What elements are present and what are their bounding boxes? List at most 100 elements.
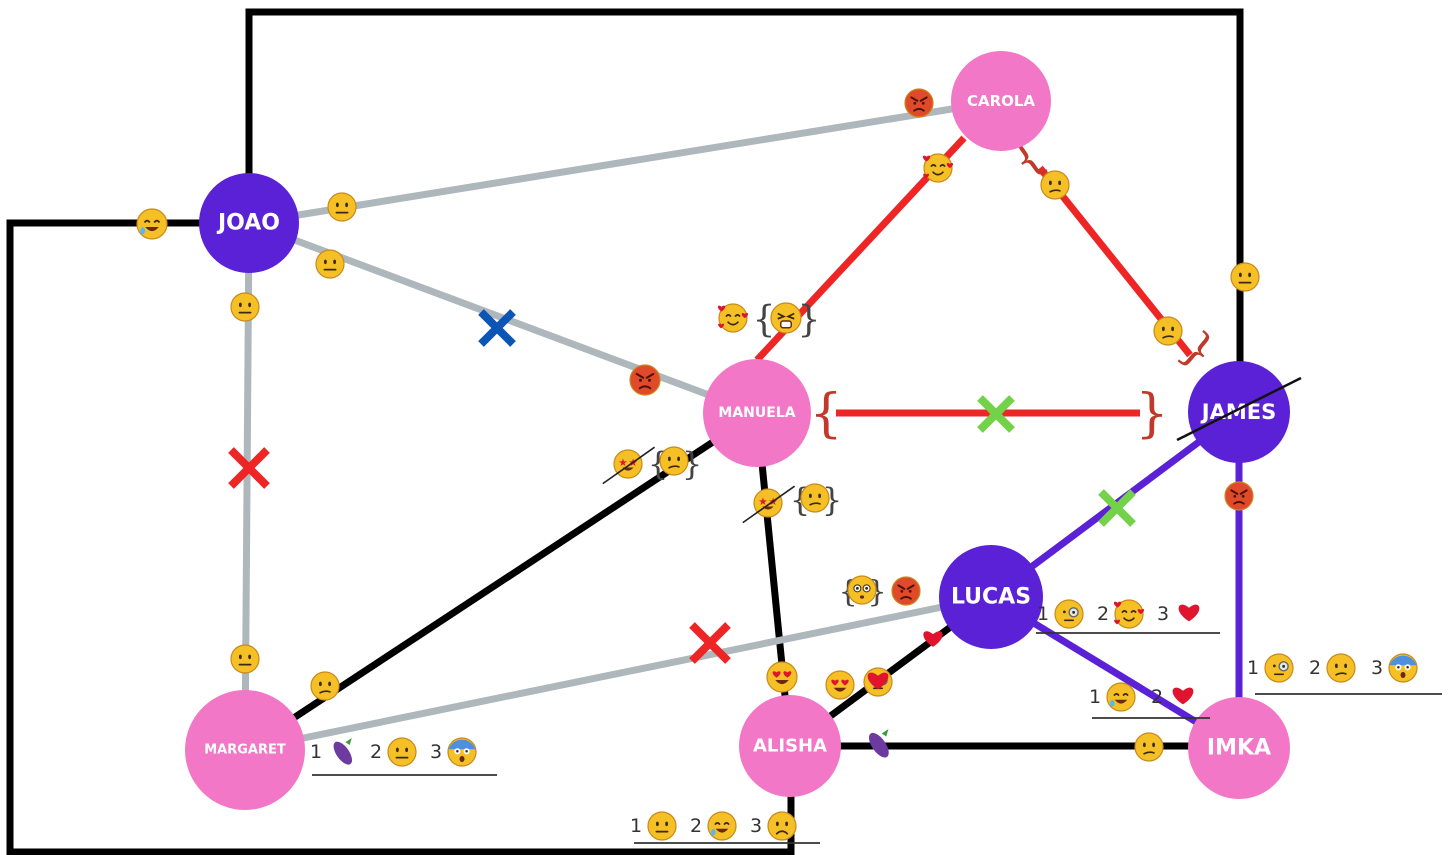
nodes-layer: CAROLA JOAO MANUELA JAMES LUCAS MARGARET ALISH… xyxy=(185,51,1302,810)
node-circle xyxy=(185,690,305,810)
rank-emoji-eggplant xyxy=(333,738,353,765)
cross-mark-margaret-lucas xyxy=(689,622,731,664)
cross-mark-joao-margaret xyxy=(228,447,270,489)
rank-emoji-hearts xyxy=(1113,599,1145,629)
hmm-face xyxy=(1134,732,1164,762)
node-james[interactable]: JAMES xyxy=(1176,361,1302,463)
rank-number: 2 xyxy=(1309,657,1321,679)
node-label: MANUELA xyxy=(718,405,795,421)
rank-emoji-monocle xyxy=(1264,653,1294,683)
node-circle xyxy=(951,51,1051,151)
node-label: JOAO xyxy=(216,211,280,236)
edge-margaret-lucas xyxy=(244,593,992,754)
confused-face xyxy=(800,483,830,513)
rank-number: 1 xyxy=(1247,657,1259,679)
rank-number: 2 xyxy=(1097,603,1109,625)
cross-mark-joao-manuela xyxy=(478,309,516,347)
angry-face xyxy=(904,88,934,118)
node-circle xyxy=(739,695,841,797)
tear-smile-face xyxy=(136,208,168,240)
confused-face xyxy=(659,446,689,476)
ranking-james: 1 2 3 xyxy=(1247,653,1442,695)
node-label: CAROLA xyxy=(967,92,1035,110)
rank-number: 3 xyxy=(1157,603,1169,625)
neutral-face xyxy=(327,192,357,222)
rank-number: 2 xyxy=(370,741,382,763)
rank-emoji-scream xyxy=(447,737,477,767)
emoji-layer: ★★★★ xyxy=(136,88,1260,762)
rank-number: 1 xyxy=(310,741,322,763)
rank-emoji-tear xyxy=(1106,682,1136,712)
ranking-lucas: 1 2 3 xyxy=(1036,599,1220,634)
rank-emoji-hmm xyxy=(1326,653,1356,683)
node-manuela[interactable]: MANUELA xyxy=(703,359,811,467)
smiling-hearts-face xyxy=(922,153,954,183)
node-carola[interactable]: CAROLA xyxy=(951,51,1051,151)
cross-mark-james-lucas xyxy=(1098,489,1136,527)
node-joao[interactable]: JOAO xyxy=(199,173,299,273)
confused-face xyxy=(310,671,340,701)
angry-face xyxy=(629,364,661,396)
svg-text:★: ★ xyxy=(618,457,627,469)
confused-face xyxy=(1153,316,1183,346)
heart-eyes-face xyxy=(766,661,798,693)
neutral-face xyxy=(230,644,260,674)
node-label: LUCAS xyxy=(951,585,1031,610)
brace-left-manuela: { xyxy=(809,384,842,444)
node-circle xyxy=(703,359,811,467)
cross-mark-manuela-james xyxy=(977,395,1015,433)
confused-face xyxy=(1040,170,1070,200)
rank-emoji-sad xyxy=(767,811,797,841)
angry-face xyxy=(1224,481,1254,511)
rank-number: 2 xyxy=(1151,686,1163,708)
node-circle xyxy=(199,173,299,273)
neutral-face xyxy=(230,292,260,322)
tired-face xyxy=(770,302,802,334)
node-circle xyxy=(1188,697,1290,799)
node-label: JAMES xyxy=(1200,400,1276,424)
angry-face xyxy=(891,576,921,606)
smiling-hearts-face xyxy=(717,303,749,333)
red-heart xyxy=(867,672,889,690)
rank-number: 1 xyxy=(630,815,642,837)
red-heart xyxy=(923,631,943,647)
rank-emoji-monocle xyxy=(1054,599,1084,629)
svg-text:★: ★ xyxy=(758,496,767,508)
starstruck-face: ★★ xyxy=(742,485,796,524)
ranking-margaret: 1 2 3 xyxy=(310,737,497,776)
brace-right-james: } xyxy=(1135,384,1168,444)
neutral-face xyxy=(315,249,345,279)
rank-number: 3 xyxy=(430,741,442,763)
node-label: MARGARET xyxy=(204,743,286,758)
rank-emoji-heart xyxy=(1178,604,1200,622)
rank-number: 2 xyxy=(690,815,702,837)
node-label: ALISHA xyxy=(753,736,827,757)
brace-tired-right: } xyxy=(798,300,821,341)
rank-number: 1 xyxy=(1037,603,1049,625)
node-imka[interactable]: IMKA xyxy=(1188,697,1290,799)
node-margaret[interactable]: MARGARET xyxy=(185,690,305,810)
rank-number: 1 xyxy=(1089,686,1101,708)
node-lucas[interactable]: LUCAS xyxy=(939,545,1043,649)
rank-number: 3 xyxy=(750,815,762,837)
rank-emoji-scream xyxy=(1388,653,1418,683)
edge-joao-james-frame xyxy=(245,8,1244,412)
strike-line xyxy=(1176,376,1302,442)
ranking-alisha: 1 2 3 xyxy=(630,811,820,844)
node-circle xyxy=(939,545,1043,649)
node-alisha[interactable]: ALISHA xyxy=(739,695,841,797)
rank-emoji-tear xyxy=(707,811,737,841)
eggplant xyxy=(868,729,889,758)
rank-number: 3 xyxy=(1371,657,1383,679)
rank-emoji-neutral xyxy=(647,811,677,841)
starstruck-face: ★★ xyxy=(602,446,656,485)
flushed-face xyxy=(847,575,877,605)
rank-emoji-heart xyxy=(1172,687,1194,705)
neutral-face xyxy=(1230,262,1260,292)
node-label: IMKA xyxy=(1207,736,1271,761)
brace-tired-left: { xyxy=(753,300,776,341)
node-circle xyxy=(1188,361,1290,463)
